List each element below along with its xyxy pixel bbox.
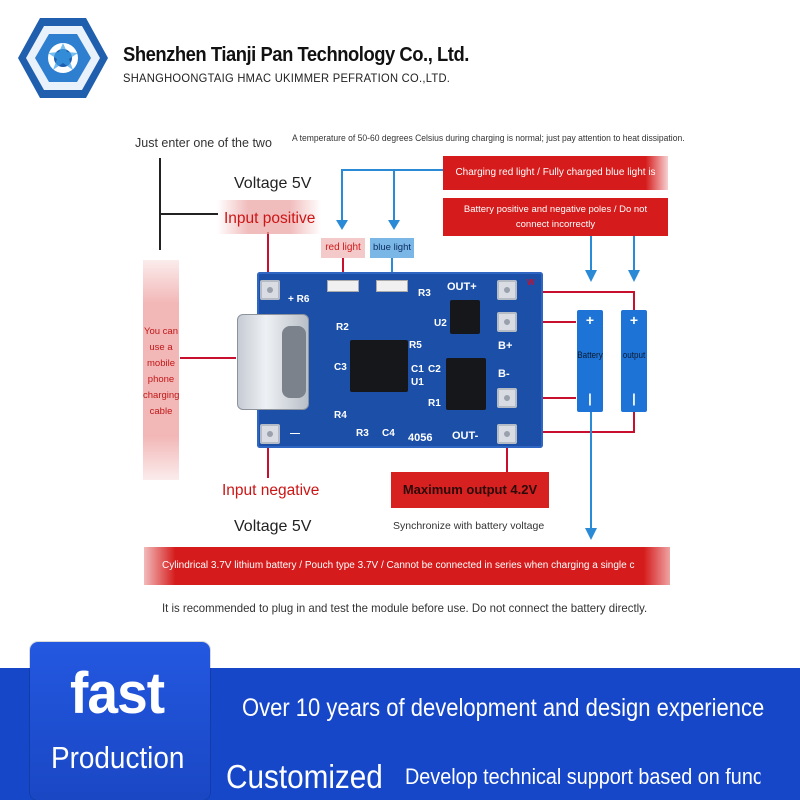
voltage-top-label: Voltage 5V — [234, 175, 312, 192]
silk-minus: — — [290, 428, 300, 439]
silk-c3: C3 — [334, 362, 347, 373]
side-note-line: cable — [149, 406, 173, 417]
silk-r5: R5 — [409, 340, 422, 351]
company-logo — [18, 18, 108, 98]
silk-c4: C4 — [382, 428, 395, 439]
output-plus: + — [629, 312, 639, 328]
side-note-line: charging — [143, 390, 180, 401]
banner-card — [30, 642, 210, 800]
output-terminal: + output | — [621, 310, 647, 412]
silk-r4: R4 — [334, 410, 347, 421]
pad-b-plus — [497, 312, 517, 332]
banner-develop-clip: Develop technical support based on funct… — [405, 764, 761, 790]
silk-b-plus: B+ — [498, 340, 513, 352]
silk-c2: C2 — [428, 364, 441, 375]
input-positive-label: Input positive — [217, 200, 321, 234]
company-subtitle: SHANGHOONGTAIG HMAC UKIMMER PEFRATION CO… — [123, 71, 451, 85]
banner-customized: Customized — [226, 758, 383, 795]
battery-terminal: + Battery | — [577, 310, 603, 412]
chip-u2 — [450, 300, 480, 334]
pad-out-minus — [497, 424, 517, 444]
silk-r3: R3 — [418, 288, 431, 299]
silk-c1: C1 — [411, 364, 424, 375]
banner-develop: Develop technical support based on funct… — [405, 764, 761, 789]
chip-u3 — [446, 358, 486, 410]
led-red — [327, 280, 359, 292]
poles-warning-note: Battery positive and negative poles / Do… — [443, 198, 668, 236]
silk-out-minus: OUT- — [452, 430, 479, 442]
battery-type-strip: Cylindrical 3.7V lithium battery / Pouch… — [144, 547, 670, 585]
side-note-line: mobile — [147, 358, 175, 369]
note-enter-one: Just enter one of the two — [135, 136, 272, 150]
silk-b-minus: B- — [498, 368, 510, 380]
recommend-note: It is recommended to plug in and test th… — [162, 601, 648, 615]
max-output-note: Maximum output 4.2V — [391, 472, 549, 508]
blue-light-tag: blue light — [370, 238, 414, 258]
red-light-tag: red light — [321, 238, 365, 258]
battery-minus: | — [588, 391, 592, 406]
banner-production: Production — [51, 740, 185, 775]
pad-out-plus — [497, 280, 517, 300]
silk-u1: U1 — [411, 377, 424, 388]
voltage-bottom-label: Voltage 5V — [234, 518, 312, 535]
silk-r6: + R6 — [288, 294, 310, 305]
silk-r2: R2 — [336, 322, 349, 333]
pad-b-minus — [497, 388, 517, 408]
pad-input-negative — [260, 424, 280, 444]
sync-note: Synchronize with battery voltage — [393, 520, 545, 532]
side-note-phone-cable: You can use a mobile phone charging cabl… — [143, 260, 179, 480]
output-minus: | — [632, 391, 636, 406]
side-note-line: use a — [149, 342, 173, 353]
silk-r3-lower: R3 — [356, 428, 369, 439]
output-label: output — [622, 350, 646, 361]
side-note-line: You can — [144, 326, 178, 337]
charging-light-note: Charging red light / Fully charged blue … — [443, 156, 668, 190]
battery-plus: + — [585, 312, 595, 328]
note-temperature: A temperature of 50-60 degrees Celsius d… — [292, 133, 685, 144]
usb-c-slot — [282, 326, 306, 398]
pad-input-positive — [260, 280, 280, 300]
led-blue — [376, 280, 408, 292]
banner-experience: Over 10 years of development and design … — [242, 694, 765, 722]
chip-u1 — [350, 340, 408, 392]
silk-model: 4056 — [408, 432, 433, 444]
banner-fast: fast — [70, 661, 165, 726]
input-negative-label: Input negative — [222, 482, 320, 499]
side-note-line: phone — [147, 374, 175, 385]
silk-u2: U2 — [434, 318, 447, 329]
company-name: Shenzhen Tianji Pan Technology Co., Ltd. — [123, 44, 469, 66]
silk-w: W — [527, 278, 535, 287]
silk-r1: R1 — [428, 398, 441, 409]
battery-label: Battery — [577, 350, 603, 361]
silk-out-plus: OUT+ — [447, 281, 477, 293]
